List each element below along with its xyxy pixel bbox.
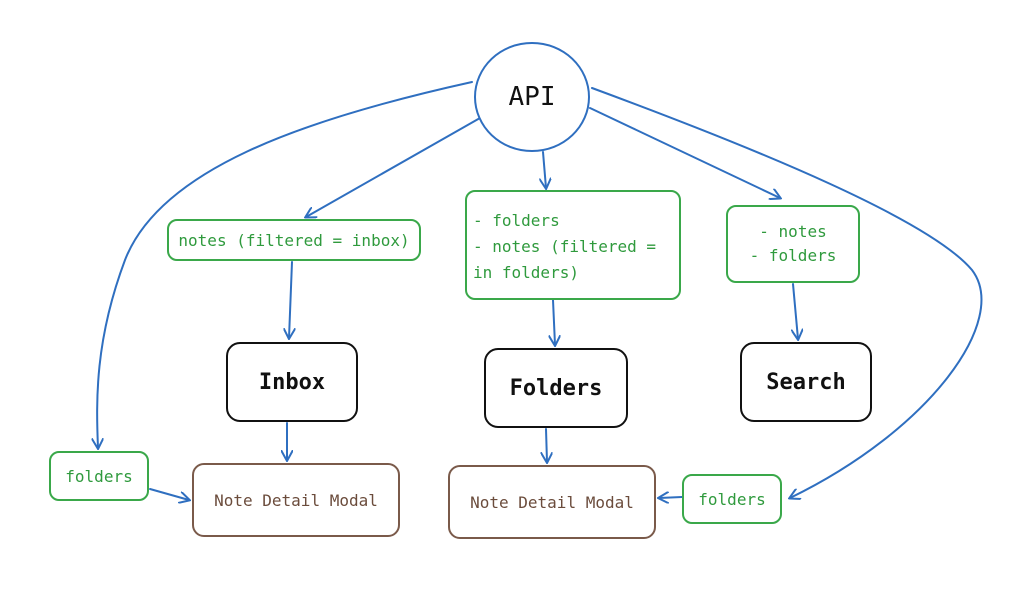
folders-notes-line-2: - notes (filtered = [473, 237, 657, 256]
search-screen-node: Search [740, 342, 872, 422]
folders-screen-node: Folders [484, 348, 628, 428]
note-detail-modal-right-node: Note Detail Modal [448, 465, 656, 539]
modal-right-label: Note Detail Modal [470, 492, 634, 512]
edge-folders-notes-to-folders [553, 299, 555, 345]
edge-notes-inbox-to-inbox [289, 261, 292, 338]
folders-notes-data-node: - folders - notes (filtered = in folders… [465, 190, 681, 300]
folders-left-label: folders [65, 466, 133, 486]
search-data-line-2: - folders [749, 246, 837, 265]
inbox-label: Inbox [258, 369, 326, 395]
modal-left-label: Note Detail Modal [214, 490, 378, 510]
search-data-node: - notes - folders [726, 205, 860, 283]
api-label: API [508, 82, 556, 112]
edge-search-data-to-search [793, 283, 798, 339]
folders-screen-label: Folders [509, 375, 603, 401]
notes-inbox-label: notes (filtered = inbox) [178, 230, 410, 250]
edge-folders-right-to-modal-right [659, 497, 683, 498]
folders-notes-line-1: - folders [473, 211, 560, 230]
api-node: API [474, 42, 590, 152]
folders-notes-line-3: in folders) [473, 263, 579, 282]
inbox-screen-node: Inbox [226, 342, 358, 422]
folders-right-label: folders [698, 489, 766, 509]
edge-folders-to-modal-right [546, 428, 547, 462]
note-detail-modal-left-node: Note Detail Modal [192, 463, 400, 537]
folders-left-data-node: folders [49, 451, 149, 501]
edge-api-to-notes-inbox [306, 117, 481, 217]
edge-api-to-folders-left [97, 81, 473, 448]
search-label: Search [766, 369, 846, 395]
notes-inbox-data-node: notes (filtered = inbox) [167, 219, 421, 261]
edge-api-to-search-data [589, 107, 780, 198]
edge-folders-left-to-modal-left [149, 488, 189, 500]
search-data-line-1: - notes [759, 222, 827, 241]
edge-api-to-folders-right [591, 87, 983, 498]
edge-api-to-folders-notes [543, 151, 546, 188]
folders-right-data-node: folders [682, 474, 782, 524]
